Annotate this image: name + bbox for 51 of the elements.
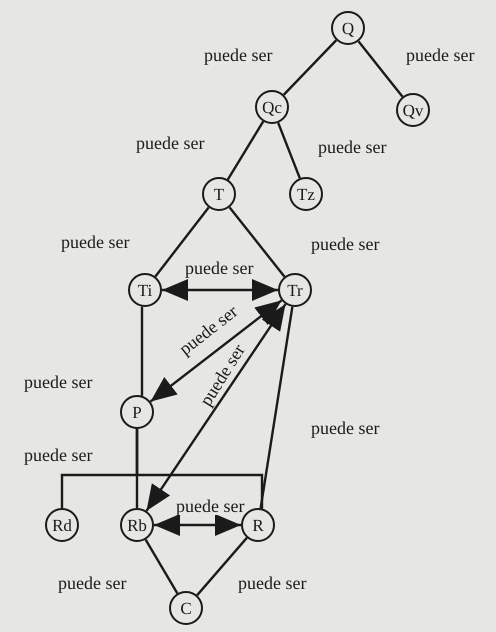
edge-label: puede ser (57, 574, 128, 592)
connector-line (259, 306, 294, 508)
arrow (154, 514, 241, 536)
node-label: T (214, 186, 224, 202)
node-label: P (132, 404, 142, 420)
arrow (145, 303, 287, 512)
node-circle (202, 177, 236, 211)
node-circle (331, 11, 365, 45)
edge-label: puede ser (310, 419, 380, 437)
arrow (150, 299, 282, 403)
node-circle (120, 508, 154, 542)
connector-line (196, 537, 248, 596)
node-circle (128, 273, 162, 307)
edge-label: puede ser (310, 235, 380, 253)
edge-label: puede ser (135, 134, 206, 152)
node-label: Tr (287, 282, 303, 298)
edge-label: puede ser (405, 46, 476, 64)
node-circle (45, 508, 79, 542)
connector-line (154, 206, 210, 278)
connector-line (277, 122, 301, 179)
edge-label: puede ser (317, 138, 388, 156)
node-label: Qc (262, 98, 282, 116)
node-label: R (252, 516, 264, 534)
node-label: Q (342, 20, 354, 36)
node-label: Ti (138, 282, 152, 298)
connector-line (136, 429, 264, 508)
connector-line (144, 539, 178, 594)
node-circle (396, 93, 430, 127)
edge-label: puede ser (23, 446, 94, 464)
edge-label: puede ser (203, 46, 274, 64)
edge-label: puede ser (237, 574, 308, 592)
node-circle (120, 395, 154, 429)
connector-line (140, 306, 144, 396)
node-label: Qv (402, 102, 424, 118)
node-circle (169, 591, 203, 625)
connector-line (228, 206, 286, 278)
node-label: C (180, 600, 192, 616)
connector-line (358, 40, 404, 98)
node-label: Tz (297, 186, 315, 202)
node-label: Rd (52, 516, 72, 534)
arrow (162, 279, 278, 301)
node-circle (289, 177, 323, 211)
node-circle (255, 90, 289, 124)
edge-label: puede ser (175, 497, 246, 515)
edge-label: puede ser (23, 373, 94, 391)
edge-label: puede ser (60, 233, 130, 251)
node-circle (278, 273, 312, 307)
connector-line (282, 39, 338, 96)
node-label: Rb (127, 516, 147, 534)
connector-line (226, 120, 264, 180)
edge-label: puede ser (184, 259, 254, 277)
